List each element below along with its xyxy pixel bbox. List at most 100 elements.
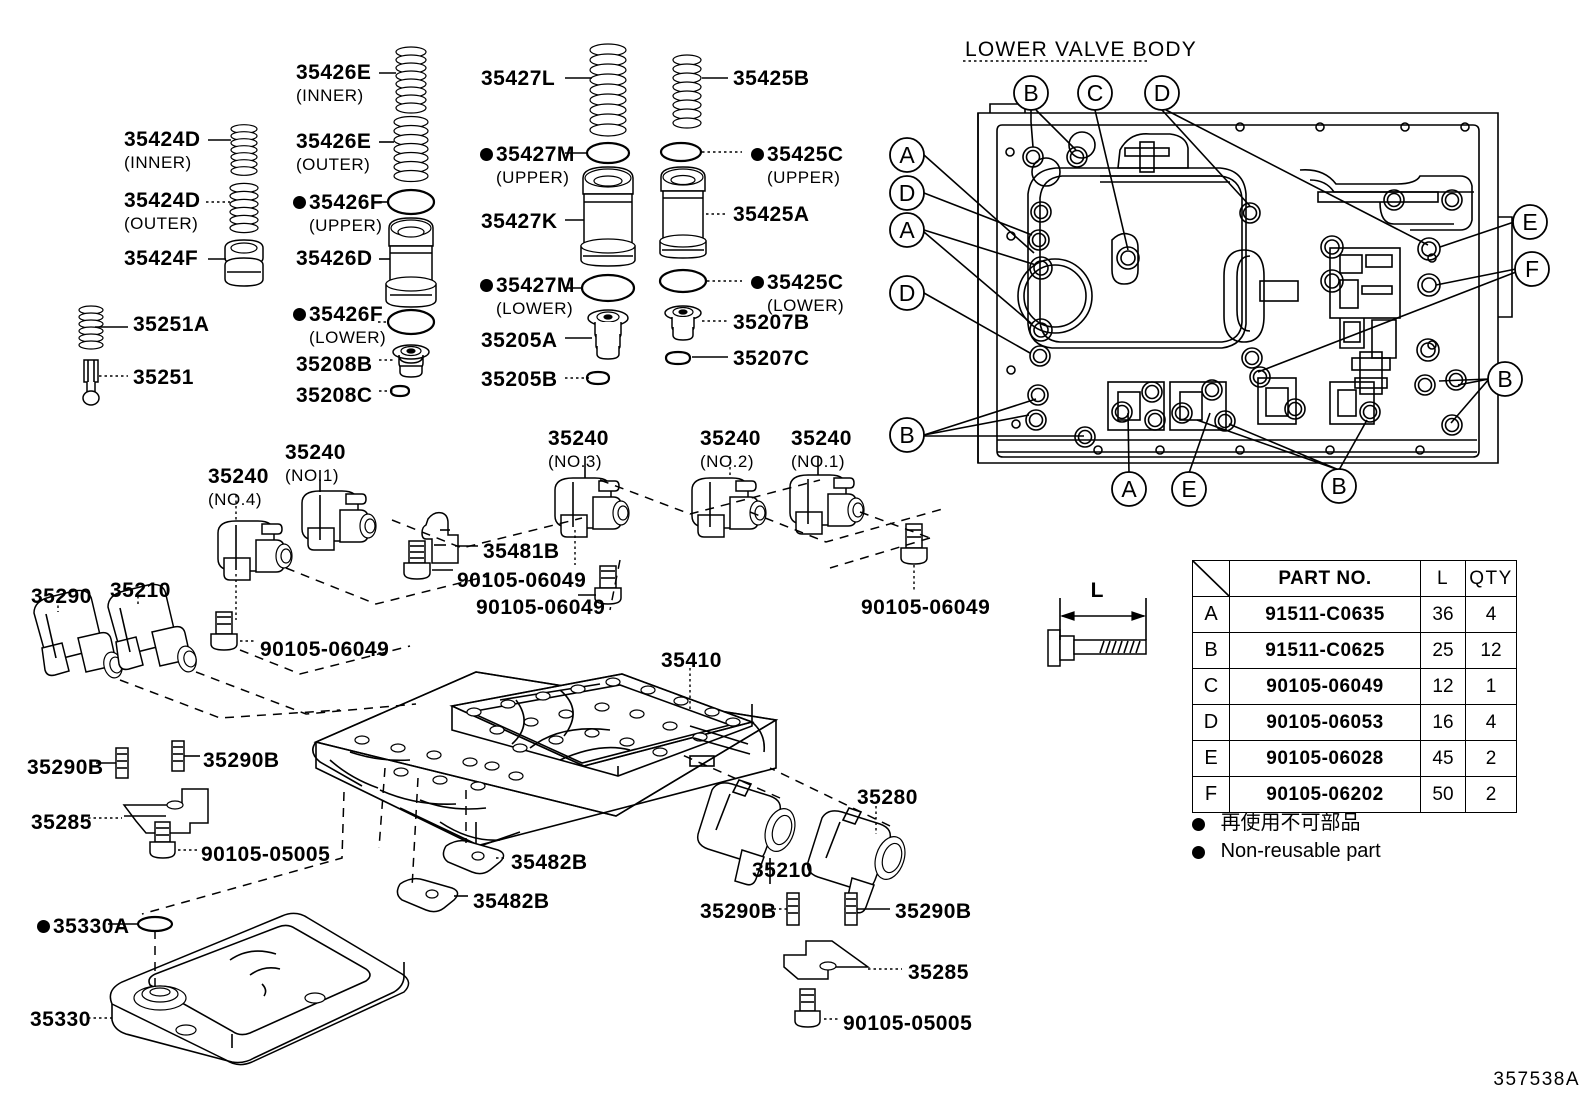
table-cell-l: 45 [1420,740,1466,777]
oring-35208c [389,384,411,398]
header-key-cell [1192,560,1230,597]
plug-35207b [664,305,702,341]
callout-bubble-a: A [1111,471,1147,507]
part-label-35330: 35330 [30,1008,91,1031]
part-label-35205a: 35205A [481,329,558,352]
svg-text:C: C [1087,80,1104,106]
table-cell-key: C [1192,668,1230,705]
non-reusable-dot-icon [1192,818,1205,831]
part-label-35482b: 35482B [473,890,550,913]
part-label-qualifier: (UPPER) [767,168,841,187]
table-cell-key: B [1192,632,1230,669]
part-label-35285: 35285 [31,811,92,834]
non-reusable-dot-icon [480,148,493,161]
solenoid-35280 [806,807,906,914]
bolt-06049-a [403,540,431,580]
oring-35207c [664,350,692,366]
table-cell-l: 50 [1420,776,1466,813]
table-cell-qty: 4 [1465,704,1517,741]
non-reusable-dot-icon [751,276,764,289]
part-label-35424f: 35424F [124,247,199,270]
table-cell-key: F [1192,776,1230,813]
solenoid-35210-upper [107,583,197,673]
header-length: L [1420,560,1466,597]
part-label-qualifier: (OUTER) [296,155,371,174]
header-part-no: PART NO. [1229,560,1421,597]
plug-35208b [392,344,430,378]
callout-bubble-a: A [889,212,925,248]
legend-english-text: Non-reusable part [1220,840,1381,862]
spring-35426e-outer [393,115,429,183]
sleeve-35425a [659,166,707,259]
legend-english-row: Non-reusable part [1192,840,1381,863]
header-qty: QTY [1465,560,1517,597]
bracket-35481b [421,511,459,564]
oring-35425c-upper [659,141,703,163]
part-label-35425c: 35425C [767,271,844,294]
oring-35425c-lower [658,268,708,294]
part-label-35205b: 35205B [481,368,558,391]
pin-35290b-3 [786,892,800,926]
svg-text:D: D [899,280,916,306]
part-label-35426d: 35426D [296,247,373,270]
plug-35205a [587,309,629,360]
part-label-35207c: 35207C [733,347,810,370]
part-label-35410: 35410 [661,649,722,672]
svg-text:B: B [1331,473,1346,499]
callout-bubble-d: D [1144,75,1180,111]
part-label-35290b: 35290B [27,756,104,779]
lower-valve-body-title: LOWER VALVE BODY [965,38,1197,61]
part-label-35210: 35210 [752,859,813,882]
table-cell-l: 16 [1420,704,1466,741]
table-cell-part-no: 90105-06049 [1229,668,1421,705]
non-reusable-dot-icon [480,279,493,292]
bracket-35285-right [783,940,871,980]
part-label-35290b: 35290B [895,900,972,923]
spring-35426e-inner [395,46,427,114]
callout-bubble-e: E [1171,471,1207,507]
part-label-35240: 35240 [791,427,852,450]
spring-35427l [589,43,627,137]
part-label-35290b: 35290B [203,749,280,772]
lower-valve-body-drawing [923,103,1517,474]
svg-text:A: A [899,217,915,243]
sleeve-35427k [580,166,636,267]
legend-japanese-text: 再使用不可部品 [1220,810,1361,834]
bolt-05005-a [149,821,176,859]
part-label-qualifier: (LOWER) [496,299,574,318]
svg-text:B: B [1497,366,1512,392]
bolt-06049-c [900,523,928,565]
oring-35205b [585,370,611,386]
part-label-qualifier: (UPPER) [496,168,570,187]
strainer-35330 [109,912,410,1066]
explode-guides [119,479,947,915]
bolt-06049-d [210,611,238,651]
part-label-35427m: 35427M [496,143,575,166]
solenoid-35290 [33,589,123,679]
part-label-35426e: 35426E [296,61,372,84]
bolt-dim-label-text: L [1091,579,1104,602]
spring-35424d-inner [230,124,258,176]
part-label-35330a: 35330A [53,915,130,938]
solenoid-35210-lower [696,779,796,886]
part-label-qualifier: (INNER) [296,86,364,105]
table-cell-part-no: 90105-06053 [1229,704,1421,741]
part-label-35290b: 35290B [700,900,777,923]
part-label-qualifier: (LOWER) [767,296,845,315]
spring-35251a [78,305,104,350]
table-cell-l: 12 [1420,668,1466,705]
part-label-35426f: 35426F [309,191,384,214]
part-label-qualifier: (LOWER) [309,328,387,347]
part-label-35240: 35240 [548,427,609,450]
part-label-90105-05005: 90105-05005 [843,1012,973,1035]
table-cell-l: 25 [1420,632,1466,669]
part-label-35426e: 35426E [296,130,372,153]
